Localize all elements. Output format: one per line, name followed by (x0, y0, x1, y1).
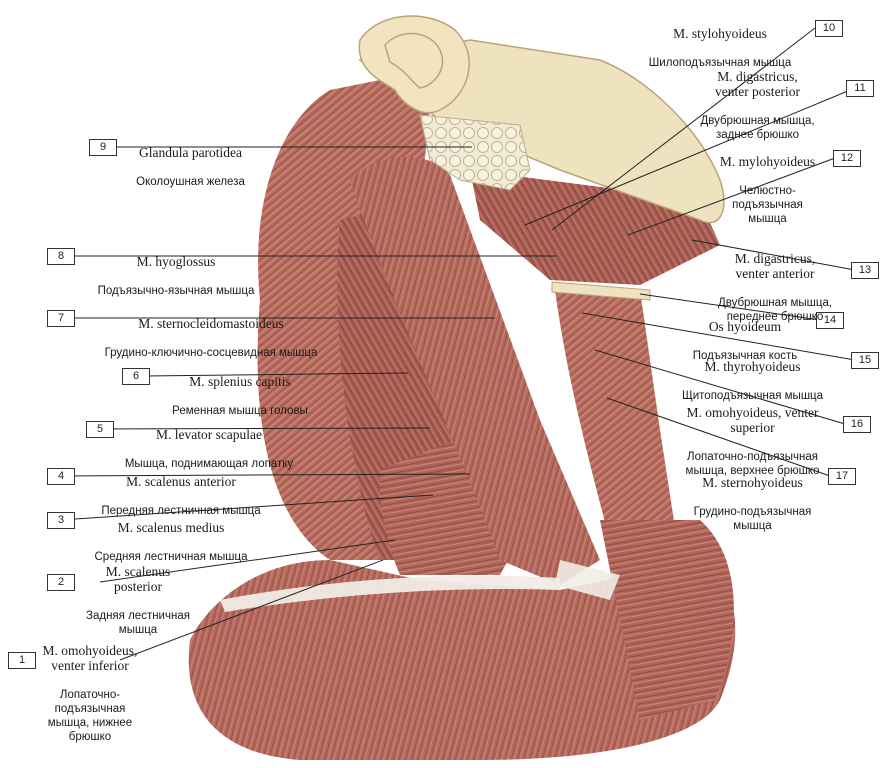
label-2-russian: Задняя лестничная мышца (86, 610, 190, 636)
leader-line-1 (119, 559, 384, 661)
leader-line-17 (606, 397, 831, 477)
label-8-russian: Подъязычно-язычная мышца (97, 285, 255, 297)
leader-line-13 (691, 239, 856, 271)
sternal-tendon (555, 560, 620, 600)
label-number-3: 3 (47, 512, 75, 529)
hyoid-bone (551, 281, 651, 301)
label-number-15: 15 (851, 352, 879, 369)
label-number-16: 16 (843, 416, 871, 433)
shoulder-muscle-mass (188, 560, 736, 760)
label-9-latin: Glandula parotidea (138, 145, 243, 160)
leader-line-6 (144, 372, 409, 377)
label-14-latin: Os hyoideum (708, 319, 782, 334)
label-17-russian: Грудино-подъязычная мышца (693, 506, 812, 532)
parotid-gland (419, 114, 531, 191)
leader-line-14 (639, 293, 821, 321)
leader-line-5 (99, 427, 431, 430)
label-14: Os hyoideum Подъязычная кость (675, 304, 815, 378)
label-number-5: 5 (86, 421, 114, 438)
label-number-6: 6 (122, 368, 150, 385)
label-9-russian: Околоушная железа (136, 176, 245, 188)
label-10-russian: Шилоподъязычная мышца (648, 57, 792, 69)
label-7: M. sternocleidomastoideus Грудино-ключич… (76, 301, 346, 375)
label-number-14: 14 (816, 312, 844, 329)
label-14-russian: Подъязычная кость (692, 350, 798, 362)
label-number-10: 10 (815, 20, 843, 37)
chest-muscles-shape (600, 520, 734, 720)
ear-inner (384, 32, 444, 89)
label-10-latin: M. stylohyoideus (673, 26, 767, 41)
leader-line-12 (627, 157, 836, 236)
label-7-russian: Грудино-ключично-сосцевидная мышца (104, 347, 318, 359)
label-number-11: 11 (846, 80, 874, 97)
label-11: M. digastricus, venter posterior Двубрюш… (675, 54, 840, 157)
leader-line-15 (581, 312, 856, 361)
label-10: M. stylohyoideus Шилоподъязычная мышца (630, 11, 810, 85)
label-6: M. splenius capitis Ременная мышца голов… (150, 359, 330, 433)
ear (358, 15, 470, 114)
label-number-7: 7 (47, 310, 75, 327)
label-17-latin: M. sternohyoideus (702, 475, 803, 490)
label-number-12: 12 (833, 150, 861, 167)
label-5-russian: Мышца, поднимающая лопатку (124, 458, 294, 470)
label-2: M. scalenus posterior Задняя лестничная … (78, 549, 198, 652)
label-9: Glandula parotidea Околоушная железа (118, 130, 263, 204)
label-8: M. hyoglossus Подъязычно-язычная мышца (76, 239, 276, 313)
label-16: M. omohyoideus, venter superior Лопаточн… (665, 390, 840, 493)
leader-line-10 (551, 27, 816, 231)
label-11-russian: Двубрюшная мышца, заднее брюшко (700, 115, 815, 141)
label-number-9: 9 (89, 139, 117, 156)
label-12-russian: Челюстно- подъязычная мышца (732, 185, 803, 225)
label-1-latin: M. omohyoideus, venter inferior (42, 643, 138, 673)
label-12: M. mylohyoideus Челюстно- подъязычная мы… (705, 139, 830, 241)
label-13-latin: M. digastricus, venter anterior (734, 251, 816, 281)
label-number-1: 1 (8, 652, 36, 669)
label-15-latin: M. thyrohyoideus (704, 359, 801, 374)
clavicle-tendon (220, 575, 560, 612)
label-16-latin: M. omohyoideus, venter superior (686, 405, 819, 435)
label-1: M. omohyoideus, venter inferior Лопаточн… (20, 628, 160, 759)
label-2-latin: M. scalenus posterior (105, 564, 171, 594)
label-13: M. digastricus, venter anterior Двубрюшн… (700, 236, 850, 339)
label-15: M. thyrohyoideus Щитоподъязычная мышца (660, 344, 845, 418)
leader-line-2 (99, 539, 396, 583)
label-3-latin: M. scalenus medius (117, 520, 225, 535)
label-8-latin: M. hyoglossus (136, 254, 216, 269)
label-4: M. scalenus anterior Передняя лестничная… (76, 459, 286, 533)
strap-muscles-shape (555, 290, 680, 580)
leader-line-3 (59, 494, 434, 521)
label-number-13: 13 (851, 262, 879, 279)
leader-line-16 (594, 349, 846, 425)
label-7-latin: M. sternocleidomastoideus (138, 316, 284, 331)
label-1-russian: Лопаточно- подъязычная мышца, нижнее брю… (47, 689, 133, 743)
label-16-russian: Лопаточно-подъязычная мышца, верхнее брю… (685, 451, 820, 477)
label-number-2: 2 (47, 574, 75, 591)
label-6-russian: Ременная мышца головы (172, 405, 308, 417)
label-12-latin: M. mylohyoideus (719, 154, 816, 169)
label-3: M. scalenus medius Средняя лестничная мы… (76, 505, 266, 579)
label-4-russian: Передняя лестничная мышца (101, 505, 261, 517)
label-number-8: 8 (47, 248, 75, 265)
sternocleidomastoid-shape (350, 156, 600, 585)
label-11-latin: M. digastricus, venter posterior (714, 69, 801, 99)
label-15-russian: Щитоподъязычная мышца (681, 390, 824, 402)
label-5: M. levator scapulae Мышца, поднимающая л… (114, 412, 304, 486)
leader-line-11 (524, 87, 856, 226)
label-13-russian: Двубрюшная мышца, переднее брюшко (717, 297, 833, 323)
label-number-4: 4 (47, 468, 75, 485)
label-4-latin: M. scalenus anterior (126, 474, 236, 489)
leader-line-4 (59, 473, 471, 477)
label-number-17: 17 (828, 468, 856, 485)
label-17: M. sternohyoideus Грудино-подъязычная мы… (680, 460, 825, 548)
label-3-russian: Средняя лестничная мышца (94, 551, 248, 563)
label-6-latin: M. splenius capitis (189, 374, 291, 389)
label-5-latin: M. levator scapulae (155, 427, 263, 442)
